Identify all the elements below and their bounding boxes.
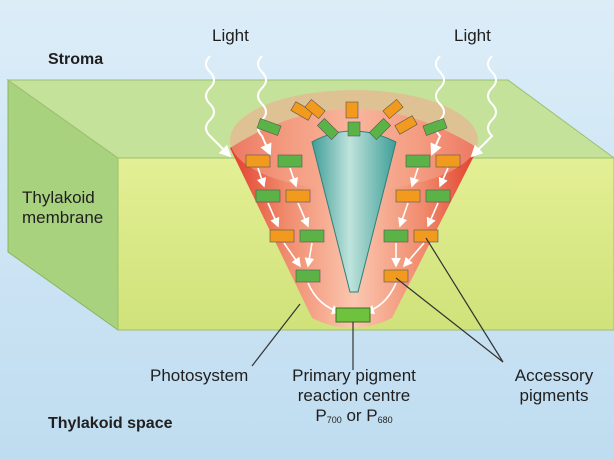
pigment-orange (394, 115, 418, 135)
primary-pigment (335, 307, 371, 323)
pigment-orange (435, 154, 461, 168)
pigment-orange (245, 154, 271, 168)
accessory-line1: Accessory (514, 366, 594, 385)
thylakoid-membrane-line2: membrane (22, 208, 104, 227)
primary-line2: reaction centre (297, 386, 411, 405)
primary-pigment-label: Primary pigment reaction centre P700 or … (284, 366, 424, 430)
accessory-pigments-label: Accessory pigments (506, 366, 602, 406)
pigment-green (277, 154, 303, 168)
pigment-orange (395, 189, 421, 203)
pigment-green (295, 269, 321, 283)
thylakoid-membrane-label: Thylakoid membrane (22, 188, 103, 228)
light-label-right: Light (454, 26, 491, 45)
top-pigments (256, 98, 448, 141)
pigment-green (425, 189, 451, 203)
photosystem-label: Photosystem (150, 366, 249, 385)
thylakoid-space-label: Thylakoid space (48, 415, 173, 432)
pigment-green (383, 229, 409, 243)
pigment-green (347, 121, 361, 137)
pigment-orange (345, 101, 359, 119)
left-pigments (245, 154, 325, 283)
light-label-left: Light (212, 26, 249, 45)
pigment-orange (269, 229, 295, 243)
thylakoid-membrane-line1: Thylakoid (22, 188, 95, 207)
reaction-centre-core (311, 130, 397, 293)
pigment-green (255, 189, 281, 203)
p-codes: P700 or P680 (284, 406, 424, 430)
pigment-green (422, 118, 448, 136)
right-pigments (383, 154, 461, 283)
p-prefix: P (315, 406, 327, 425)
pigment-orange (290, 101, 314, 121)
pigment-orange (285, 189, 311, 203)
pointer-lines (251, 237, 504, 370)
p-sub-680: 680 (377, 415, 393, 425)
pigment-green (316, 117, 340, 141)
pigment-green (299, 229, 325, 243)
primary-line1: Primary pigment (292, 366, 416, 385)
p-or: or P (341, 406, 378, 425)
stroma-label: Stroma (48, 51, 104, 68)
pigment-orange (413, 229, 439, 243)
accessory-line2: pigments (519, 386, 589, 405)
pigment-orange (304, 98, 326, 120)
pigment-green (405, 154, 431, 168)
pigment-orange (382, 98, 404, 120)
p-sub-700: 700 (326, 415, 342, 425)
pigment-green (368, 117, 392, 141)
pigment-green (256, 118, 282, 136)
pigment-orange (383, 269, 409, 283)
